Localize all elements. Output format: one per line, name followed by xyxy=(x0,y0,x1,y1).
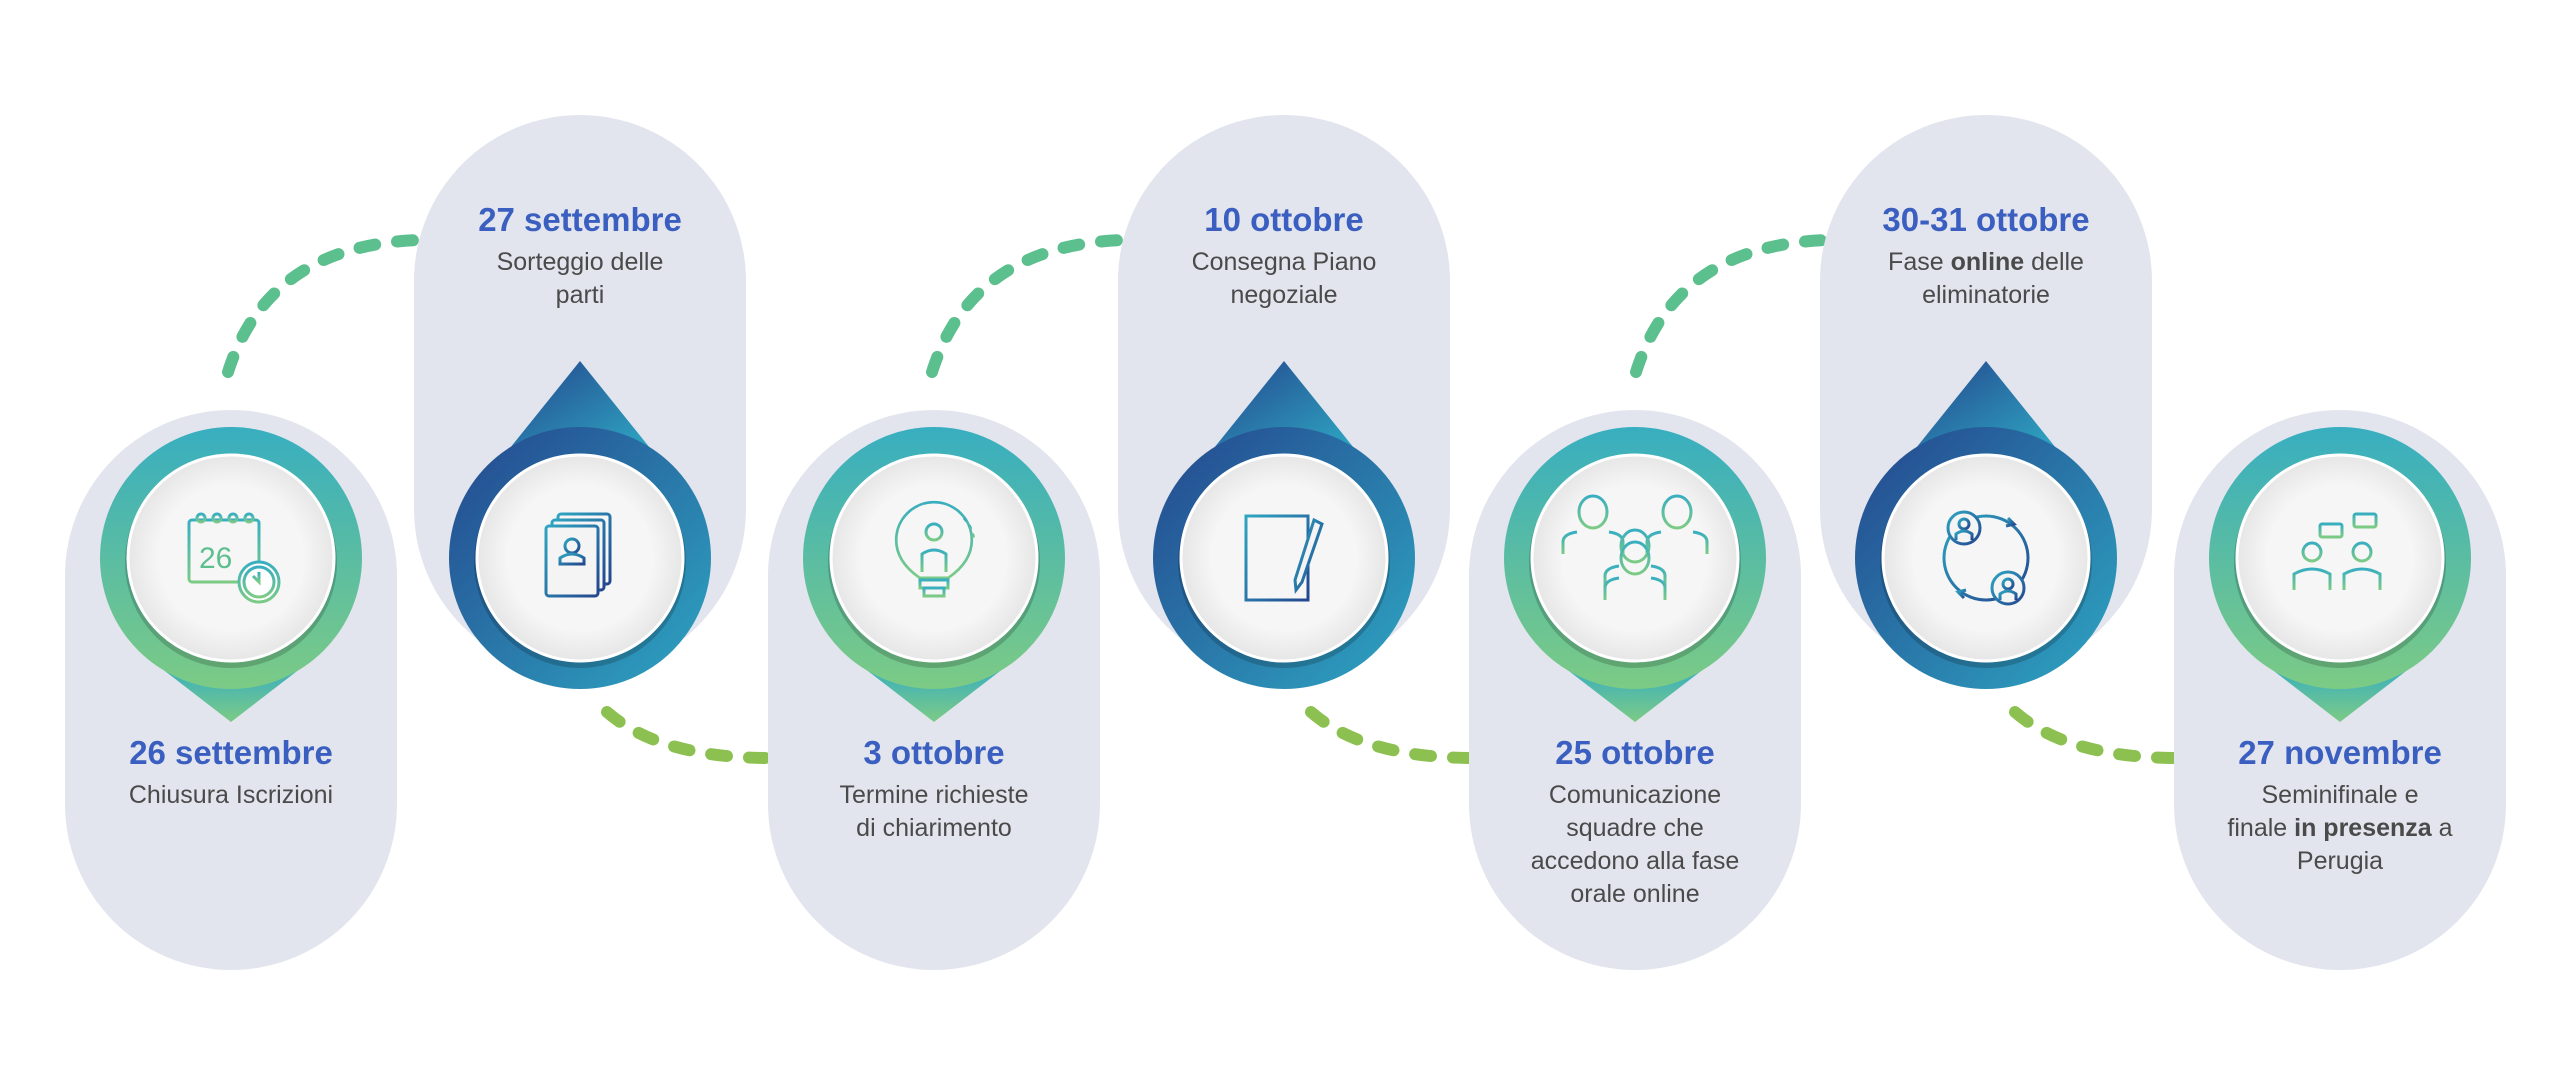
milestone-description: Sorteggio delle parti xyxy=(430,246,730,312)
description-segment: Seminifinale e xyxy=(2261,781,2419,809)
pin-marker xyxy=(2209,427,2471,722)
description-segment: accedono alla fase xyxy=(1530,847,1740,875)
milestone-date: 27 settembre xyxy=(478,201,682,238)
connector-arc-bottom xyxy=(601,706,776,764)
pin-marker xyxy=(803,427,1065,722)
documents-profile-icon xyxy=(544,512,612,598)
description-line: negoziale xyxy=(1134,279,1434,312)
milestone-description: Chiusura Iscrizioni xyxy=(81,779,381,812)
description-segment: parti xyxy=(555,281,605,309)
milestone-date: 3 ottobre xyxy=(863,734,1005,771)
pin-marker xyxy=(1855,361,2117,689)
description-line: squadre che xyxy=(1485,812,1785,845)
connector-arc-bottom xyxy=(1305,706,1480,764)
description-line: di chiarimento xyxy=(784,812,1084,845)
description-line: Consegna Piano xyxy=(1134,246,1434,279)
milestone-description: Consegna Piano negoziale xyxy=(1134,246,1434,312)
description-line: Fase online delle xyxy=(1836,246,2136,279)
description-segment: Perugia xyxy=(2296,847,2384,875)
description-segment: Termine richieste xyxy=(839,781,1029,809)
connector-arc-top xyxy=(222,234,426,378)
description-segment: Consegna Piano xyxy=(1191,248,1377,276)
team-icon xyxy=(1561,494,1709,602)
connector-arc-bottom xyxy=(2009,706,2184,764)
description-emphasis: online xyxy=(1950,248,2025,276)
description-line: Perugia xyxy=(2190,845,2490,878)
milestone-date: 27 novembre xyxy=(2238,734,2442,771)
pin-marker xyxy=(1153,361,1415,689)
description-line: eliminatorie xyxy=(1836,279,2136,312)
connector-arc-top xyxy=(926,234,1130,378)
milestone-date: 25 ottobre xyxy=(1555,734,1715,771)
description-line: parti xyxy=(430,279,730,312)
calendar-clock-icon: 26 xyxy=(187,512,281,604)
pin-marker xyxy=(1504,427,1766,722)
description-segment: delle xyxy=(2024,248,2084,276)
description-line: Comunicazione xyxy=(1485,779,1785,812)
milestone-description: Termine richieste di chiarimento xyxy=(784,779,1084,845)
description-segment: Comunicazione xyxy=(1548,781,1722,809)
lightbulb-person-icon xyxy=(894,500,976,598)
description-segment: squadre che xyxy=(1566,814,1704,842)
milestone-date: 10 ottobre xyxy=(1204,201,1364,238)
pin-marker: 26 xyxy=(100,427,362,722)
description-line: Sorteggio delle xyxy=(430,246,730,279)
description-line: Seminifinale e xyxy=(2190,779,2490,812)
description-line: orale online xyxy=(1485,878,1785,911)
description-segment: finale xyxy=(2227,814,2295,842)
description-line: Termine richieste xyxy=(784,779,1084,812)
connector-arc-top xyxy=(1630,234,1834,378)
description-segment: Sorteggio delle xyxy=(496,248,664,276)
description-segment: negoziale xyxy=(1230,281,1338,309)
milestone-description: Comunicazione squadre che accedono alla fa… xyxy=(1485,779,1785,911)
description-segment: di chiarimento xyxy=(856,814,1012,842)
meeting-chat-icon xyxy=(2284,512,2396,592)
document-pen-icon xyxy=(1244,514,1324,602)
description-segment: Chiusura Iscrizioni xyxy=(128,781,334,809)
description-line: Chiusura Iscrizioni xyxy=(81,779,381,812)
description-line: finale in presenza a xyxy=(2190,812,2490,845)
milestone-date: 30-31 ottobre xyxy=(1882,201,2090,238)
description-emphasis: in presenza xyxy=(2294,814,2432,842)
pin-marker xyxy=(449,361,711,689)
description-segment: orale online xyxy=(1570,880,1700,908)
milestone-date: 26 settembre xyxy=(129,734,333,771)
svg-text:26: 26 xyxy=(199,542,232,575)
description-segment: Fase xyxy=(1888,248,1951,276)
description-line: accedono alla fase xyxy=(1485,845,1785,878)
description-segment: a xyxy=(2431,814,2453,842)
exchange-users-icon xyxy=(1942,510,2030,606)
description-segment: eliminatorie xyxy=(1922,281,2050,309)
